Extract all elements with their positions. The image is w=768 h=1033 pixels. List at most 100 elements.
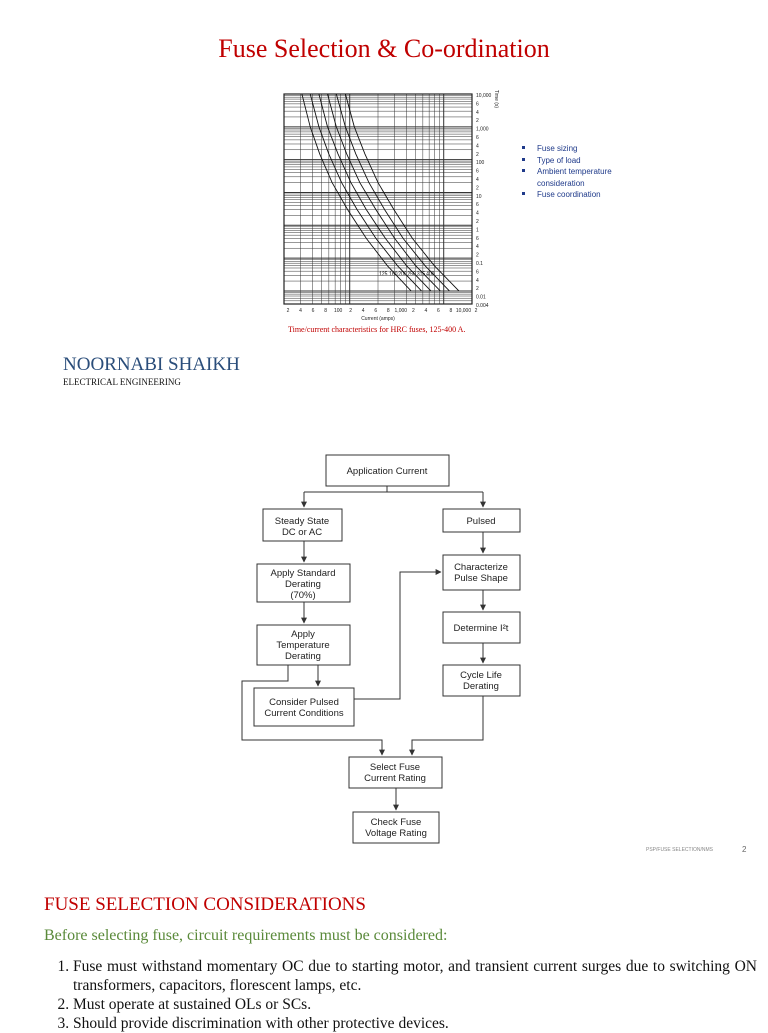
y-tick-label: 4 (476, 177, 479, 183)
bullet-text: Type of load (537, 155, 581, 165)
node-label: Apply Standard (271, 568, 336, 579)
x-tick-label: 6 (437, 308, 440, 314)
y-tick-label: 4 (476, 211, 479, 217)
series-label-315: 315 (417, 271, 426, 277)
x-tick-label: 2 (349, 308, 352, 314)
y-tick-label: 0.1 (476, 261, 483, 267)
bullet-item: Fuse coordination (522, 189, 632, 201)
series-line-200 (318, 93, 432, 292)
plot-frame (283, 93, 473, 305)
node-label: Check Fuse (371, 817, 422, 828)
node-label: Derating (285, 651, 321, 662)
node-cycle-life-derating (442, 664, 521, 697)
y-tick-label: 2 (476, 185, 479, 191)
node-determine-i2t (442, 611, 521, 644)
slide-title: Fuse Selection & Co-ordination (218, 34, 550, 63)
series-label-400: 400 (426, 271, 435, 277)
y-tick-label: 4 (476, 244, 479, 250)
series-label-200: 200 (398, 271, 407, 277)
y-tick-label: 2 (476, 118, 479, 124)
node-label: DC or AC (282, 527, 322, 538)
series-label-125: 125 (379, 271, 388, 277)
x-tick-label: 4 (299, 308, 302, 314)
y-tick-label: 2 (476, 219, 479, 225)
y-tick-label: 2 (476, 286, 479, 292)
topic-bullet-list: Fuse sizing Type of load Ambient tempera… (522, 143, 632, 201)
section-intro: Before selecting fuse, circuit requireme… (44, 927, 448, 944)
bullet-square-icon (522, 146, 525, 149)
node-label: Characterize (454, 562, 508, 573)
y-tick-label: 4 (476, 110, 479, 116)
x-axis-label: Current (amps) (361, 316, 395, 322)
y-tick-label: 6 (476, 202, 479, 208)
y-tick-label: 2 (476, 253, 479, 259)
x-tick-label: 6 (374, 308, 377, 314)
footer-code: PSP/FUSE SELECTION/NMS (646, 847, 713, 853)
list-item: Must operate at sustained OLs or SCs. (73, 995, 757, 1014)
node-characterize-pulse (442, 554, 521, 591)
y-tick-label: 6 (476, 135, 479, 141)
node-label: Derating (463, 681, 499, 692)
series-line-315 (335, 93, 450, 292)
requirements-list: Fuse must withstand momentary OC due to … (44, 957, 757, 1033)
author-name: NOORNABI SHAIKH (63, 354, 240, 375)
bullet-square-icon (522, 169, 525, 172)
y-tick-label: 10 (476, 194, 482, 200)
y-tick-label: 6 (476, 269, 479, 275)
node-apply-standard-derating (256, 563, 351, 603)
node-label: Application Current (347, 466, 428, 477)
node-consider-pulsed (253, 687, 355, 727)
x-tick-label: 4 (424, 308, 427, 314)
bullet-square-icon (522, 157, 525, 161)
node-label: Apply (291, 629, 315, 640)
x-tick-label: 100 (334, 308, 343, 314)
bullet-text: Ambient temperature consideration (537, 167, 612, 188)
y-tick-label: 6 (476, 169, 479, 175)
x-tick-label: 4 (362, 308, 365, 314)
section-title: FUSE SELECTION CONSIDERATIONS (44, 894, 366, 915)
y-tick-label: 6 (476, 236, 479, 242)
node-label: Derating (285, 579, 321, 590)
node-apply-temperature-derating (256, 624, 351, 666)
node-label: Current Rating (364, 773, 426, 784)
x-tick-label: 6 (312, 308, 315, 314)
y-tick-label: 0.004 (476, 303, 489, 309)
node-label: Current Conditions (264, 708, 343, 719)
node-label: (70%) (290, 590, 315, 601)
flow-connectors (241, 486, 486, 811)
page-number: 2 (742, 845, 747, 854)
series-label-160: 160 (389, 271, 398, 277)
x-tick-label: 8 (324, 308, 327, 314)
y-tick-label: 1,000 (476, 127, 489, 133)
series-line-125 (301, 93, 412, 292)
node-steady-state (262, 508, 343, 542)
series-line-400 (344, 93, 460, 292)
y-tick-label: 2 (476, 152, 479, 158)
x-tick-label: 10,000 (456, 308, 472, 314)
y-tick-label: 6 (476, 101, 479, 107)
y-tick-label: 10,000 (476, 93, 492, 99)
series-label-250: 250 (407, 271, 416, 277)
y-axis-label: Time (s) (493, 90, 499, 108)
bullet-square-icon (522, 192, 525, 195)
bullet-text: Fuse coordination (537, 190, 601, 199)
node-label: Steady State (275, 516, 329, 527)
y-tick-label: 100 (476, 160, 485, 166)
node-label: Consider Pulsed (269, 697, 339, 708)
bullet-item: Ambient temperature consideration (522, 166, 632, 189)
node-check-fuse (352, 811, 440, 844)
bullet-text: Fuse sizing (537, 144, 578, 153)
fuse-selection-flowchart: Application Current Steady State DC or A… (241, 454, 521, 844)
chart-caption: Time/current characteristics for HRC fus… (288, 325, 466, 334)
node-label: Select Fuse (370, 762, 420, 773)
node-label: Pulse Shape (454, 573, 508, 584)
y-tick-label: 0.01 (476, 295, 486, 301)
bullet-item: Type of load (522, 155, 632, 167)
x-tick-label: 2 (287, 308, 290, 314)
series-line-160 (309, 93, 422, 292)
bullet-item: Fuse sizing (522, 143, 632, 155)
x-tick-label: 2 (412, 308, 415, 314)
node-label: Cycle Life (460, 670, 502, 681)
node-application-current (325, 454, 450, 487)
